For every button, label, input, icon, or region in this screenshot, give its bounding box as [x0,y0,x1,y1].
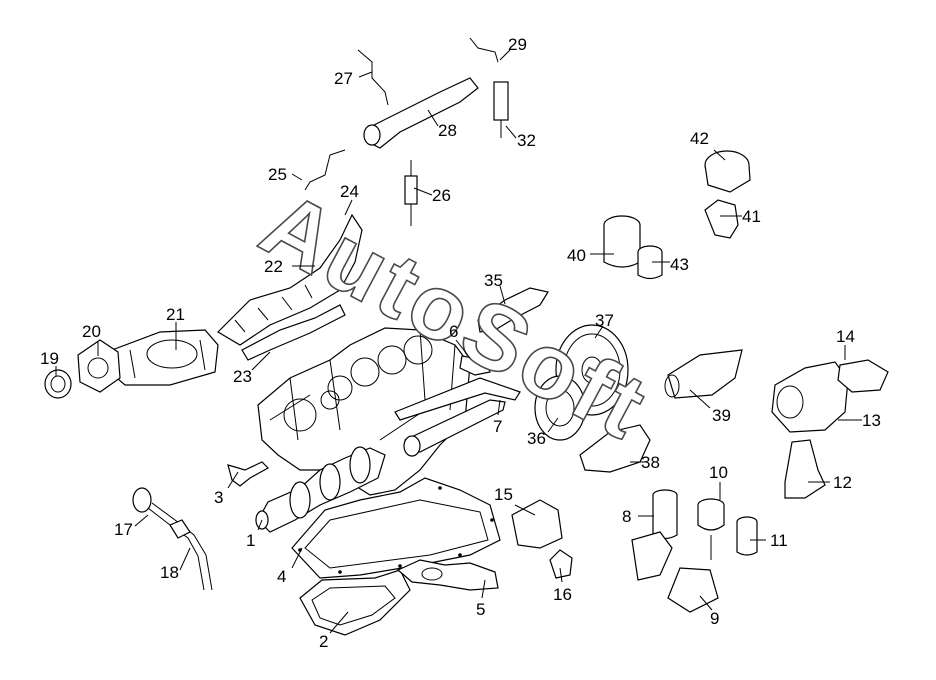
callout-22: 22 [264,257,283,276]
fuel-filter [631,489,678,581]
callout-43: 43 [670,255,689,274]
callout-4: 4 [277,567,286,586]
camshafts [394,355,521,457]
mount-bushing [549,549,573,579]
callout-37: 37 [595,311,614,330]
callout-23: 23 [233,367,252,386]
callout-9: 9 [710,609,719,628]
callout-12: 12 [833,473,852,492]
callout-15: 15 [494,485,513,504]
vacuum-pump [704,150,751,193]
oil-pan-upper [291,477,501,579]
callout-18: 18 [160,563,179,582]
glow-plug [404,160,418,226]
oil-filter [637,245,663,280]
callout-14: 14 [836,327,855,346]
oil-cooler [667,567,719,613]
callout-20: 20 [82,322,101,341]
filter-element [736,516,758,556]
callout-5: 5 [476,600,485,619]
support-bracket [784,439,826,499]
callout-8: 8 [622,507,631,526]
callout-19: 19 [40,349,59,368]
callout-25: 25 [268,165,287,184]
callout-leaders [55,49,862,634]
dipstick [132,487,213,591]
callout-38: 38 [641,453,660,472]
callout-13: 13 [862,411,881,430]
fuel-filter-cartridge [697,498,725,560]
callout-2: 2 [319,632,328,651]
oil-filter-housing [603,215,641,268]
callout-16: 16 [553,585,572,604]
intake-manifold [109,329,219,386]
oil-pan-lower [299,569,411,636]
alternator-pulley [837,359,889,393]
engine-mount [511,499,563,549]
callout-7: 7 [493,417,502,436]
callout-labels: 1 2 3 4 5 6 7 8 9 10 11 12 13 14 15 16 1… [40,35,881,651]
pressure-plate [534,375,586,441]
injector [493,81,509,138]
callout-21: 21 [166,305,185,324]
starter-motor [664,349,743,399]
callout-40: 40 [567,246,586,265]
bracket [477,287,549,333]
callout-39: 39 [712,406,731,425]
callout-10: 10 [709,463,728,482]
thermostat-housing [704,199,739,239]
engine-mount-bracket [579,424,651,473]
callout-32: 32 [517,131,536,150]
alternator [771,361,849,433]
callout-36: 36 [527,429,546,448]
intake-runners [217,213,363,361]
callout-24: 24 [340,182,359,201]
intake-ring [44,369,72,399]
callout-11: 11 [770,531,788,550]
callout-26: 26 [432,186,451,205]
throttle-body [77,339,121,393]
crankshaft [255,446,386,533]
callout-35: 35 [484,271,503,290]
callout-28: 28 [438,121,457,140]
callout-1: 1 [246,531,255,550]
callout-17: 17 [114,520,133,539]
callout-42: 42 [690,129,709,148]
oil-pan-gasket [396,559,499,591]
oil-pipe [227,461,269,487]
callout-3: 3 [214,488,223,507]
callout-29: 29 [508,35,527,54]
callout-41: 41 [742,207,761,226]
callout-6: 6 [449,322,458,341]
fuel-rail [304,37,499,191]
callout-27: 27 [334,69,353,88]
